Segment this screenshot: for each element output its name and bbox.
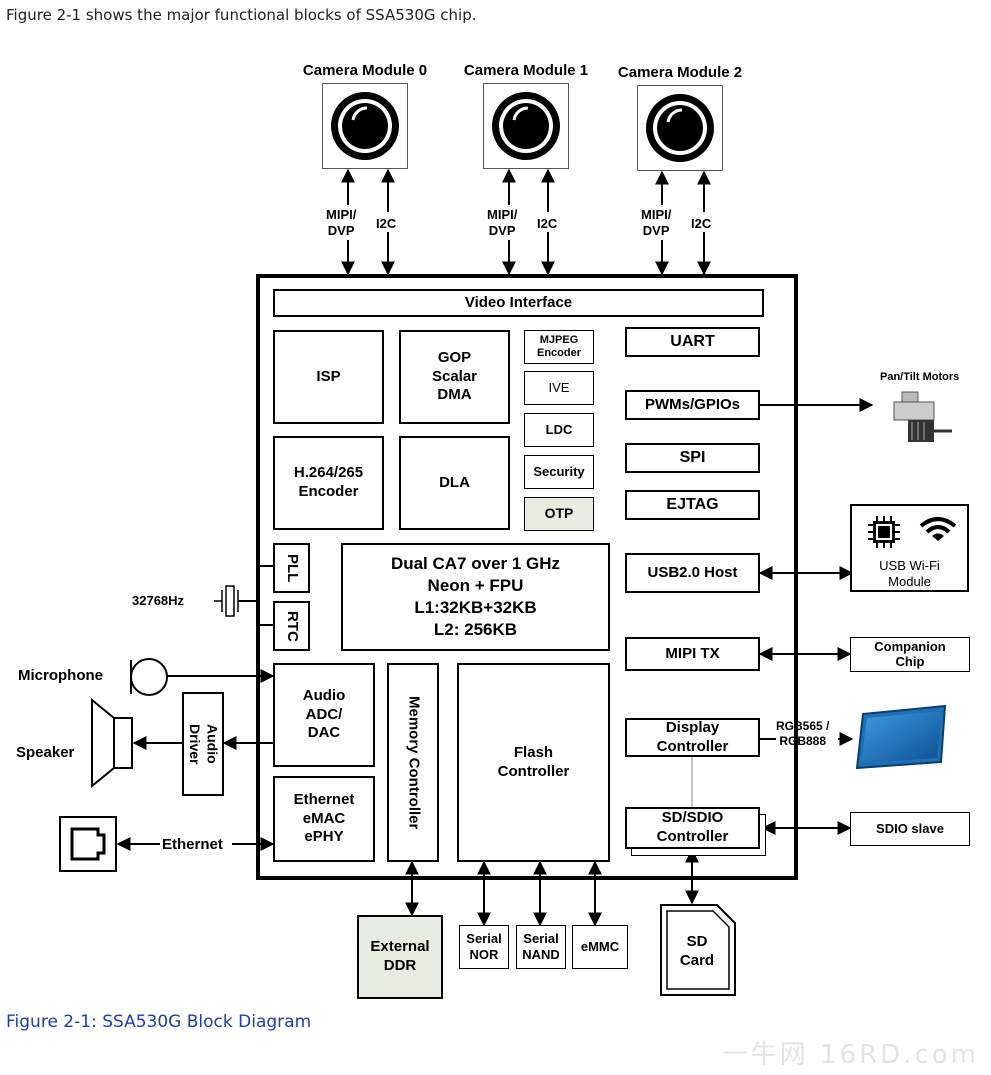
speaker-icon [91, 698, 133, 788]
camera-2-bus-i2c: I2C [691, 216, 712, 233]
spi-block: SPI [625, 443, 760, 473]
chip-icon [868, 516, 900, 548]
external-ddr-block: External DDR [357, 915, 443, 999]
usb-host-block: USB2.0 Host [625, 553, 760, 593]
sd-card-label: SD Card [679, 933, 715, 969]
memory-controller-block: Memory Controller [387, 663, 439, 862]
rtc-block: RTC [273, 601, 310, 651]
ethernet-label: Ethernet [162, 836, 223, 853]
display-controller-block: Display Controller [625, 718, 760, 757]
crystal-label: 32768Hz [132, 593, 185, 608]
camera-1-bus-mipi: MIPI/ DVP [487, 207, 518, 240]
camera-0-bus-mipi: MIPI/ DVP [326, 207, 357, 240]
uart-block: UART [625, 327, 760, 357]
microphone-label: Microphone [18, 667, 103, 684]
dla-block: DLA [399, 436, 510, 530]
memory-controller-label: Memory Controller [405, 695, 423, 830]
sdio-controller-block: SD/SDIO Controller [625, 807, 760, 849]
gop-scalar-dma-block: GOP Scalar DMA [399, 330, 510, 424]
serial-nand-block: Serial NAND [516, 925, 566, 969]
audio-adc-dac-block: Audio ADC/ DAC [273, 663, 375, 767]
soc-outline [256, 274, 798, 880]
ldc-block: LDC [524, 413, 594, 447]
pll-label: PLL [283, 553, 301, 583]
emmc-block: eMMC [572, 925, 628, 969]
figure-caption: Figure 2-1: SSA530G Block Diagram [6, 1012, 312, 1032]
motor-icon [893, 391, 952, 442]
camera-2-bus-mipi: MIPI/ DVP [641, 207, 672, 240]
mjpeg-encoder-block: MJPEG Encoder [524, 330, 594, 364]
camera-2-icon [637, 85, 723, 171]
flash-controller-block: Flash Controller [457, 663, 610, 862]
ive-block: IVE [524, 371, 594, 405]
camera-2-title: Camera Module 2 [617, 64, 743, 81]
companion-chip-block: Companion Chip [850, 637, 970, 672]
microphone-icon [130, 658, 168, 696]
camera-1-icon [483, 83, 569, 169]
speaker-label: Speaker [16, 744, 75, 761]
audio-driver-block: Audio Driver [182, 692, 224, 796]
pll-block: PLL [273, 543, 310, 593]
mipi-tx-block: MIPI TX [625, 637, 760, 671]
camera-0-bus-i2c: I2C [376, 216, 397, 233]
display-panel-icon [855, 704, 947, 770]
audio-driver-label: Audio Driver [187, 723, 221, 765]
sd-card-icon: SD Card [659, 903, 737, 997]
intro-text: Figure 2-1 shows the major functional bl… [6, 6, 477, 24]
cpu-block: Dual CA7 over 1 GHz Neon + FPU L1:32KB+3… [341, 543, 610, 651]
camera-1-title: Camera Module 1 [463, 62, 589, 79]
pan-tilt-label: Pan/Tilt Motors [880, 371, 960, 383]
usb-wifi-module: USB Wi-Fi Module [850, 504, 969, 592]
watermark: 一牛网 16RD.com [721, 1040, 979, 1070]
camera-1-bus-i2c: I2C [537, 216, 558, 233]
pwm-gpio-block: PWMs/GPIOs [625, 390, 760, 420]
otp-block: OTP [524, 497, 594, 531]
rtc-label: RTC [283, 610, 301, 642]
sdio-slave-block: SDIO slave [850, 812, 970, 846]
h264-265-encoder-block: H.264/265 Encoder [273, 436, 384, 530]
ethernet-port-icon [59, 816, 117, 872]
security-block: Security [524, 455, 594, 489]
video-interface-block: Video Interface [273, 289, 764, 317]
serial-nor-block: Serial NOR [459, 925, 509, 969]
ethernet-emac-ephy-block: Ethernet eMAC ePHY [273, 776, 375, 862]
rgb-format-label: RGB565 / RGB888 [776, 719, 830, 748]
camera-0-icon [322, 83, 408, 169]
ejtag-block: EJTAG [625, 490, 760, 520]
camera-0-title: Camera Module 0 [302, 62, 428, 79]
usb-wifi-label: USB Wi-Fi Module [879, 558, 940, 590]
wifi-icon [919, 517, 957, 541]
isp-block: ISP [273, 330, 384, 424]
